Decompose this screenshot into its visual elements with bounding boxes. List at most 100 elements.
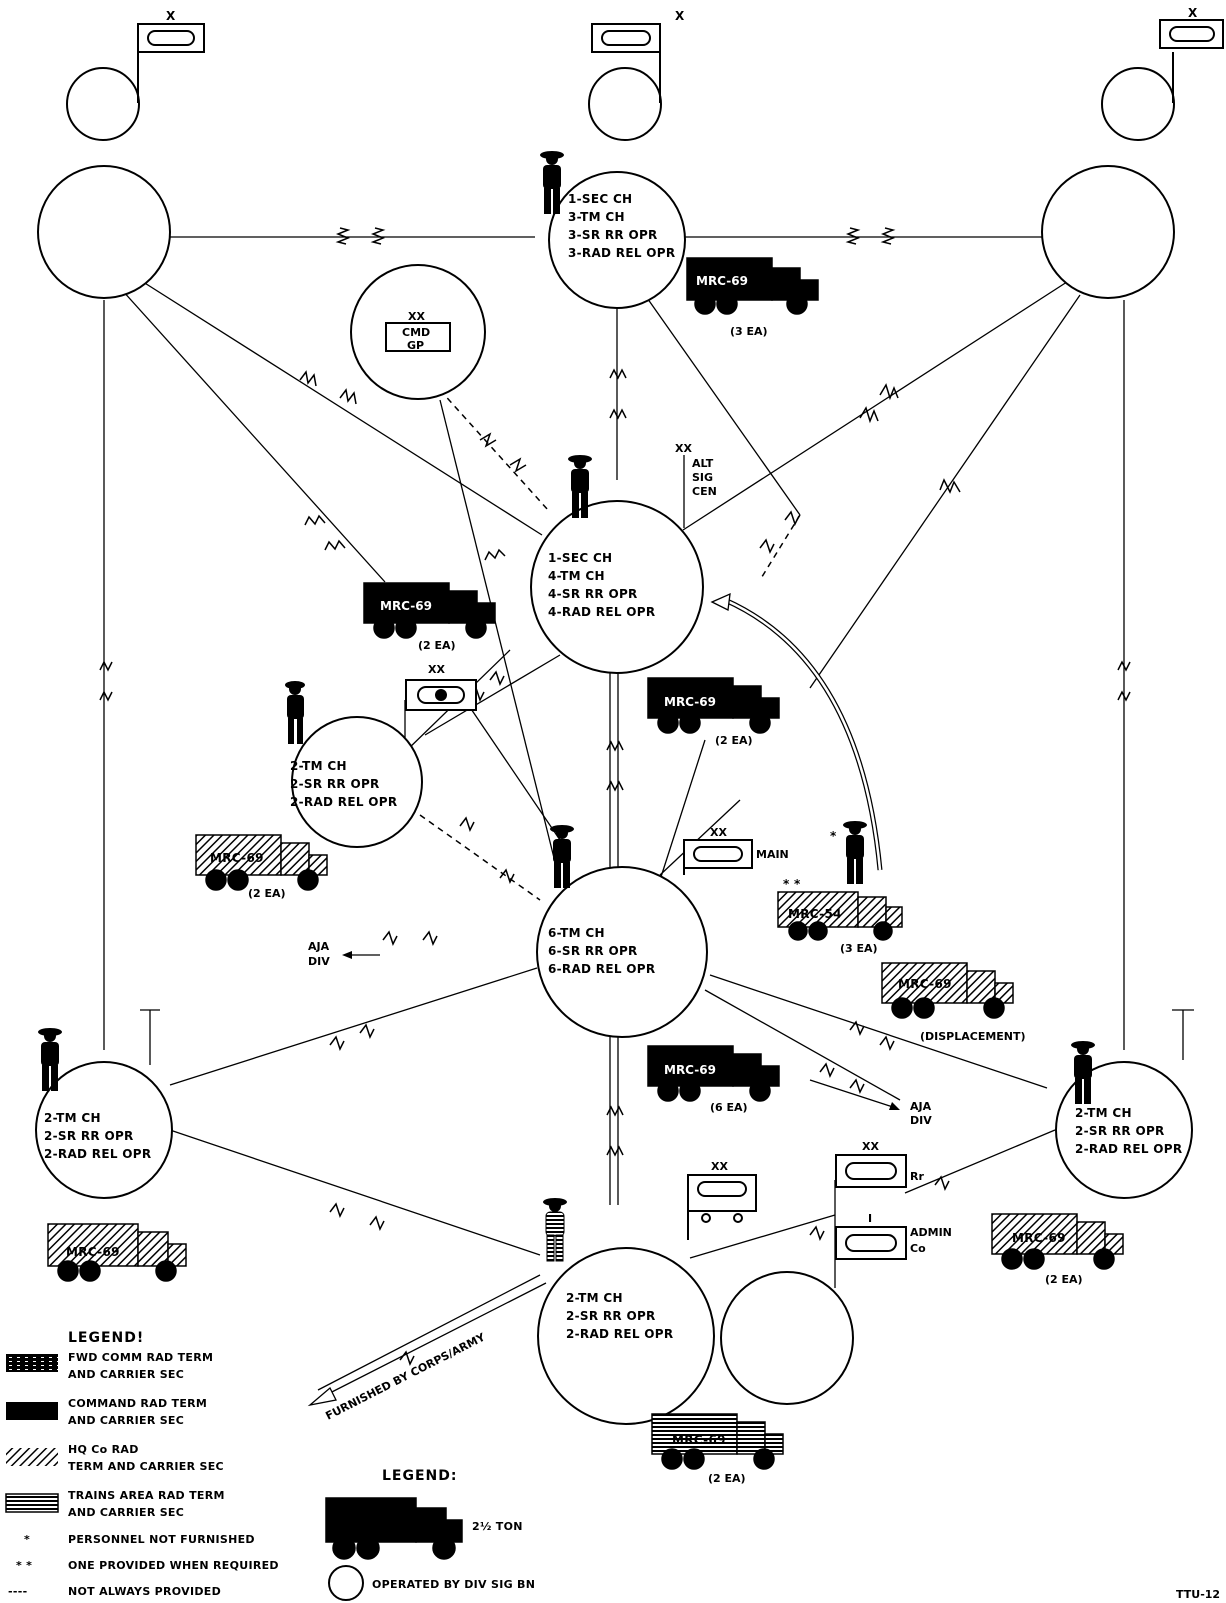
legend-item-line: AND CARRIER SEC: [68, 1414, 184, 1427]
legend2-truck-label: 2½ TON: [472, 1520, 523, 1533]
legend-note-symbol: ----: [8, 1585, 27, 1598]
legend-item-line: AND CARRIER SEC: [68, 1506, 184, 1519]
alt-sig-text: XX ALT SIG CEN: [675, 442, 717, 498]
main-circle: [536, 866, 708, 1038]
legend-swatch-trains: [5, 1493, 59, 1513]
left-mid-node-text: 2-TM CH 2-SR RR OPR 2-RAD REL OPR: [290, 759, 397, 809]
legend-note: NOT ALWAYS PROVIDED: [68, 1585, 221, 1598]
node-line: 4-RAD REL OPR: [548, 605, 655, 619]
truck-icon: [647, 1045, 780, 1102]
left-mid-circle: [291, 716, 423, 848]
node-line: 2-TM CH: [1075, 1106, 1132, 1120]
right-low-node-text: 2-TM CH 2-SR RR OPR 2-RAD REL OPR: [1075, 1106, 1182, 1156]
vehicle-count: (3 EA): [730, 325, 768, 338]
soldier-icon: [550, 825, 574, 888]
truck-icon-striped: [651, 1413, 784, 1470]
figure-id: TTU-12: [1176, 1588, 1220, 1601]
top-left-large-circle: [37, 165, 171, 299]
displacement-label: (DISPLACEMENT): [920, 1030, 1026, 1043]
vehicle-label: MRC-69: [898, 977, 952, 991]
div-label: DIV: [308, 955, 330, 968]
vehicle-label: MRC-69: [696, 274, 748, 288]
vehicle-count: (6 EA): [710, 1101, 748, 1114]
node-line: 2-SR RR OPR: [44, 1129, 134, 1143]
cmd-gp-cmd: CMD: [402, 326, 430, 339]
admin-i-label: I: [868, 1212, 872, 1225]
truck-icon-hatched: [991, 1213, 1124, 1270]
relay-symbols: [99, 227, 1131, 1366]
node-line: 4-SR RR OPR: [548, 587, 638, 601]
top-center-node-text: 1-SEC CH 3-TM CH 3-SR RR OPR 3-RAD REL O…: [568, 192, 675, 260]
main-xx-label: XX: [710, 826, 727, 839]
vehicle-label: MRC-69: [66, 1245, 120, 1259]
soldier-icon: [38, 1028, 62, 1091]
truck-icon-hatched: [47, 1223, 187, 1282]
soldier-icon: [540, 151, 564, 214]
legend-swatch-hq: [6, 1448, 58, 1466]
admin-co-label: Co: [910, 1242, 926, 1255]
admin-label: ADMIN: [910, 1226, 952, 1239]
top-x-labels: X X X: [166, 6, 1198, 23]
legend-item-line: TRAINS AREA RAD TERM: [68, 1489, 225, 1502]
vehicle-label: MRC-69: [1012, 1231, 1066, 1245]
legend-note-symbol: * *: [16, 1559, 32, 1572]
legend-swatch-command: [6, 1402, 58, 1420]
admin-circle: [720, 1271, 854, 1405]
truck-icon-hatched: [195, 834, 328, 891]
bottom-xx-label: XX: [711, 1160, 728, 1173]
top-right-small-circle: [1101, 67, 1175, 141]
cmd-gp-text: XX CMD GP: [402, 310, 430, 352]
top-right-large-circle: [1041, 165, 1175, 299]
legend-item-line: TERM AND CARRIER SEC: [68, 1460, 224, 1473]
vehicle-label: MRC-54: [788, 907, 842, 921]
node-line: 6-TM CH: [548, 926, 605, 940]
node-line: 1-SEC CH: [568, 192, 632, 206]
node-line: 2-TM CH: [44, 1111, 101, 1125]
soldier-icon: [843, 821, 867, 884]
legend-swatch-fwd: [6, 1354, 58, 1372]
node-line: 3-RAD REL OPR: [568, 246, 675, 260]
node-line: 6-RAD REL OPR: [548, 962, 655, 976]
node-line: 2-TM CH: [290, 759, 347, 773]
node-line: 2-SR RR OPR: [566, 1309, 656, 1323]
legend-title: LEGEND!: [68, 1330, 144, 1346]
legend-item-line: COMMAND RAD TERM: [68, 1397, 207, 1410]
vehicle-icons: [47, 257, 1124, 1560]
node-circles: [35, 67, 1193, 1425]
node-line: 2-SR RR OPR: [290, 777, 380, 791]
legend-main: LEGEND! FWD COMM RAD TERM AND CARRIER SE…: [5, 1330, 279, 1598]
div-label: DIV: [910, 1114, 932, 1127]
vehicle-count: (2 EA): [418, 639, 456, 652]
soldier-icon: [1071, 1041, 1095, 1104]
bottom-circle: [537, 1247, 715, 1425]
legend-note: ONE PROVIDED WHEN REQUIRED: [68, 1559, 279, 1572]
vehicle-label: MRC-69: [380, 599, 432, 613]
node-line: 2-SR RR OPR: [1075, 1124, 1165, 1138]
vehicle-count: (2 EA): [248, 887, 286, 900]
legend-note-symbol: *: [24, 1533, 30, 1546]
legend-note: PERSONNEL NOT FURNISHED: [68, 1533, 255, 1546]
alt-sig-xx: XX: [675, 442, 692, 455]
vehicle-count: (2 EA): [715, 734, 753, 747]
dot-symbol: [435, 689, 447, 701]
rr-label: Rr: [910, 1170, 924, 1183]
soldier-icon: [568, 455, 592, 518]
soldier-icon: [543, 1198, 567, 1262]
left-xx-label: XX: [428, 663, 445, 676]
middle-node-text: 1-SEC CH 4-TM CH 4-SR RR OPR 4-RAD REL O…: [548, 551, 655, 619]
personnel-icons: [38, 151, 1095, 1262]
top-center-circle: [548, 171, 686, 309]
truck-icon-hatched: [777, 891, 903, 941]
legend-secondary: LEGEND: 2½ TON OPERATED BY DIV SIG BN: [328, 1468, 535, 1601]
alt-sig-alt: ALT: [692, 457, 714, 470]
vehicle-label: MRC-69: [664, 695, 716, 709]
truck-icon: [686, 257, 819, 315]
aja-label: AJA: [308, 940, 330, 953]
legend2-title: LEGEND:: [382, 1468, 457, 1484]
node-line: 4-TM CH: [548, 569, 605, 583]
soldier-icon: [285, 681, 305, 744]
unit-size-label: X: [166, 9, 176, 23]
legend-item-line: FWD COMM RAD TERM: [68, 1351, 213, 1364]
vehicle-count: (2 EA): [1045, 1273, 1083, 1286]
